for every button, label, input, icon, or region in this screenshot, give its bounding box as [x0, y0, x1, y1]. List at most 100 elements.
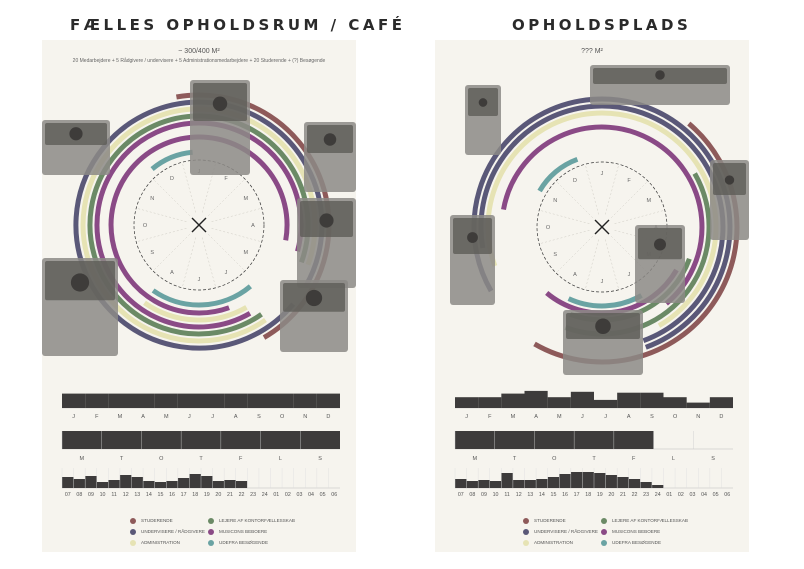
month-label: F — [95, 414, 99, 420]
hour-bar — [143, 481, 155, 488]
hour-bar — [235, 481, 248, 488]
dial-month-label: M — [243, 250, 248, 256]
legend-label: STUDERENDE — [534, 518, 566, 524]
legend-swatch — [208, 518, 214, 524]
hour-label: 13 — [134, 492, 140, 498]
dial-spoke — [207, 233, 244, 270]
hour-bar — [628, 479, 641, 488]
dial-month-label: F — [627, 178, 631, 184]
hour-label: 14 — [146, 492, 152, 498]
dial-spoke — [604, 166, 619, 216]
area-label: ~ 300/400 M² — [178, 48, 220, 55]
hour-bar — [166, 481, 178, 488]
dial-month-label: J — [225, 270, 228, 276]
hour-label: 13 — [527, 492, 533, 498]
legend-swatch — [130, 540, 136, 546]
legend-label: UNDERVISERE / RÅDGIVERE — [534, 529, 598, 535]
hour-bar — [212, 481, 225, 488]
weekday-bar — [101, 431, 142, 449]
dial-month-label: O — [546, 225, 551, 231]
ring-arc-udefra — [150, 149, 193, 172]
hour-label: 15 — [551, 492, 557, 498]
hour-bar — [640, 482, 652, 488]
legend-label: STUDERENDE — [141, 518, 173, 524]
month-bar — [293, 393, 317, 408]
legend-label: ADMINISTRATION — [141, 540, 180, 546]
hour-bar — [594, 473, 606, 488]
month-label: J — [72, 414, 75, 420]
rings-chart-right: JFMAMJJASONDJFMAMJJASONDMTOTFLS070809101… — [450, 65, 749, 498]
hour-label: 06 — [331, 492, 337, 498]
legend-label: ADMINISTRATION — [534, 540, 573, 546]
legend-swatch — [523, 529, 529, 535]
dial-spoke — [182, 236, 197, 286]
hour-bar — [547, 477, 560, 488]
hour-label: 17 — [181, 492, 187, 498]
month-label: S — [650, 414, 654, 420]
month-label: S — [257, 414, 261, 420]
ring-arc-udefra — [567, 293, 643, 309]
dial-spoke — [154, 180, 191, 217]
cross-icon — [191, 217, 207, 233]
weekday-label: O — [159, 456, 164, 462]
hour-label: 22 — [632, 492, 638, 498]
month-label: J — [465, 414, 468, 420]
hour-label: 10 — [493, 492, 499, 498]
collage-photo — [42, 258, 118, 356]
hour-label: 03 — [297, 492, 303, 498]
weekday-label: S — [318, 456, 322, 462]
ring-arc-undervisere — [478, 103, 726, 344]
month-bar — [663, 397, 687, 408]
collage-photo — [280, 280, 348, 352]
hour-label: 06 — [724, 492, 730, 498]
month-label: O — [280, 414, 285, 420]
hour-label: 20 — [608, 492, 614, 498]
weekday-bar — [300, 431, 340, 449]
weekday-label: T — [513, 456, 517, 462]
dial-spoke — [585, 166, 600, 216]
month-bar — [154, 393, 178, 408]
ring-arc-administration — [485, 110, 719, 328]
collage-photo — [563, 310, 643, 375]
ring-arc-musicon — [501, 124, 705, 306]
hour-label: 23 — [643, 492, 649, 498]
hour-bar — [119, 475, 132, 488]
hour-bar — [201, 476, 213, 488]
dial-spoke — [541, 229, 591, 244]
dial-month-label: D — [170, 176, 174, 182]
hour-bar — [524, 480, 537, 488]
month-label: A — [534, 414, 538, 420]
dial-month-label: D — [573, 178, 577, 184]
month-bar — [478, 397, 502, 408]
weekday-label: L — [672, 456, 675, 462]
hour-bar — [73, 479, 86, 488]
hour-label: 11 — [504, 492, 510, 498]
weekday-label: F — [239, 456, 243, 462]
dial-month-label: J — [628, 272, 631, 278]
legend-swatch — [208, 540, 214, 546]
dial-spoke — [207, 180, 244, 217]
legend-swatch — [601, 518, 607, 524]
rings-chart-left: JFMAMJJASONDJFMAMJJASONDMTOTFLS070809101… — [42, 80, 356, 498]
panel-title-left: FÆLLES OPHOLDSRUM / CAFÉ — [70, 16, 406, 34]
weekday-bar — [613, 431, 654, 449]
legend-swatch — [523, 540, 529, 546]
dial-month-label: J — [198, 277, 201, 283]
collage-photo — [450, 215, 495, 305]
collage-photo — [304, 122, 356, 192]
legend-swatch — [130, 518, 136, 524]
ring-arc-udefra — [151, 284, 253, 308]
hour-bar — [189, 474, 201, 488]
dial-month-label: A — [573, 272, 577, 278]
hour-bar — [536, 479, 548, 488]
legend-swatch — [208, 529, 214, 535]
cross-icon — [594, 219, 610, 235]
month-label: N — [696, 414, 700, 420]
legend-label: LEJERE AF KONTORFÆLLESSKAB — [219, 518, 295, 524]
legend-swatch — [523, 518, 529, 524]
hour-label: 15 — [158, 492, 164, 498]
weekday-label: T — [120, 456, 124, 462]
month-bar — [524, 390, 548, 408]
hour-label: 21 — [227, 492, 233, 498]
ring-arc-musicon — [94, 120, 304, 330]
